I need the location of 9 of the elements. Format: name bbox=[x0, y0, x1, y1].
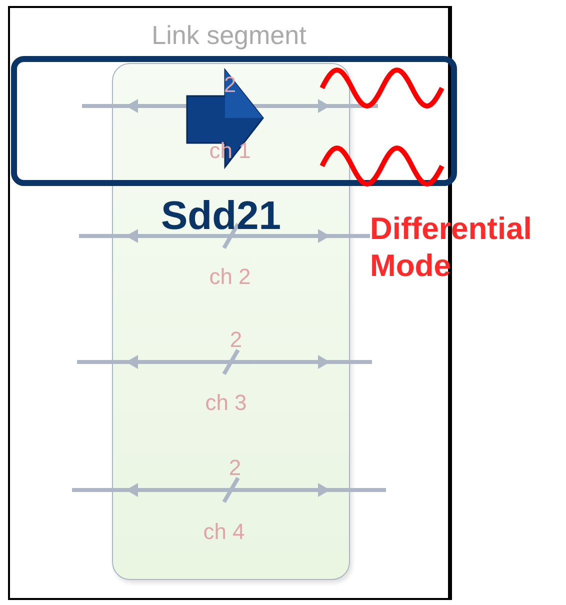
channel-label: ch 2 bbox=[209, 266, 251, 288]
title-text: Link segment bbox=[150, 22, 308, 48]
bus-width-label: 2 bbox=[224, 74, 236, 96]
bus-width-label: 2 bbox=[228, 457, 242, 479]
channel-label: ch 3 bbox=[205, 392, 247, 414]
bus-width-label: 2 bbox=[230, 329, 242, 351]
parameter-label: Sdd21 bbox=[160, 196, 282, 236]
channel-label: ch 4 bbox=[203, 521, 245, 543]
channel-panel bbox=[112, 63, 350, 580]
